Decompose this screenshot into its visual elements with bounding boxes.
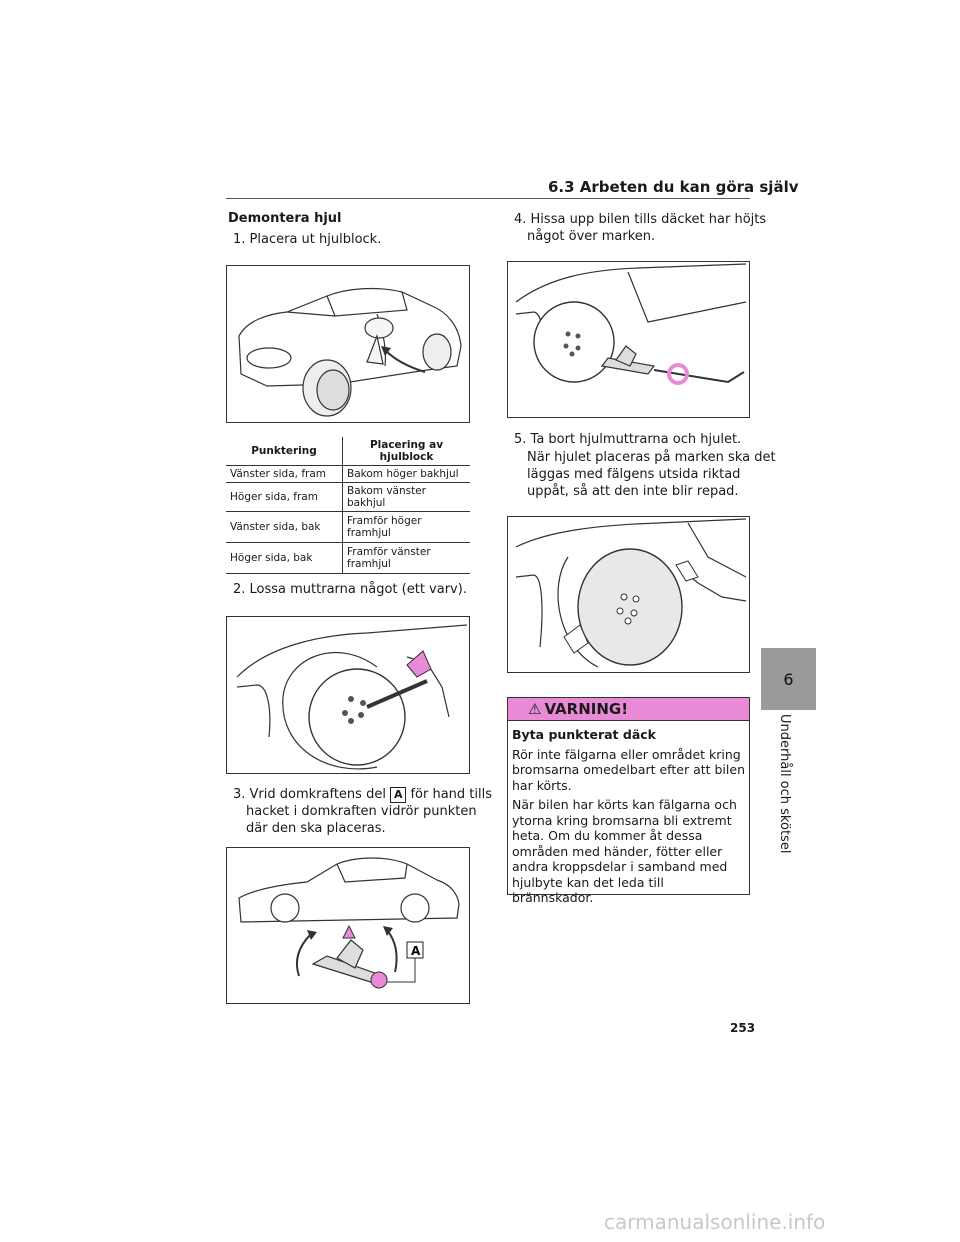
figure-loosen-nuts [226,616,470,774]
label-a-badge: A [389,787,407,803]
section-header: 6.3 Arbeten du kan göra själv [548,178,799,196]
step-3-text-end: för hand tills [410,787,492,802]
warning-paragraph-2: När bilen har körts kan fälgarna och yto… [512,797,737,905]
table-cell: Vänster sida, fram [226,465,343,483]
warning-title: VARNING! [544,700,629,718]
step-3-line-3: där den ska placeras. [246,821,386,836]
warning-body: Byta punkterat däck Rör inte fälgarna el… [508,721,749,914]
step-3-line-2: hacket i domkraften vidrör punkten [246,804,477,819]
table-header-placering: Placering av hjulblock [342,437,470,466]
table-header-punktering: Punktering [226,437,343,466]
step-5-line-4: uppåt, så att den inte blir repad. [527,484,739,499]
car-illustration [238,287,462,417]
table-row: Vänster sida, fram Bakom höger bakhjul [226,465,470,483]
chapter-label-text: Underhåll och skötsel [777,714,792,854]
figure-label-a: A [411,944,421,958]
table-row: Höger sida, fram Bakom vänster bakhjul [226,482,470,512]
figure-raise-car [507,261,750,418]
section-title: Demontera hjul [228,211,342,226]
page-number: 253 [730,1021,756,1035]
step-5-line-2: När hjulet placeras på marken ska det [527,450,776,465]
warning-icon: ⚠ [528,700,542,718]
table-cell: Höger sida, fram [226,482,343,512]
figure-wheel-chock [226,265,470,423]
figure-jack-placement: A [226,847,470,1004]
table-row: Höger sida, bak Framför vänster framhjul [226,542,470,574]
wheel-wrench-illustration [236,624,468,770]
warning-header: ⚠ VARNING! [508,698,749,721]
warning-paragraph-1: Rör inte fälgarna eller området kring br… [512,746,745,793]
table-cell: Bakom höger bakhjul [342,465,470,483]
warning-subtitle: Byta punkterat däck [512,727,656,742]
table-cell: Vänster sida, bak [226,511,343,543]
table-cell: Framför vänster framhjul [342,542,470,574]
step-4-line-1: 4. Hissa upp bilen tills däcket har höjt… [514,212,767,227]
figure-remove-wheel [507,516,750,673]
chock-placement-table: Punktering Placering av hjulblock Vänste… [226,437,470,574]
step-5-line-3: läggas med fälgens utsida riktad [527,467,741,482]
step-1: 1. Placera ut hjulblock. [233,232,382,247]
table-row: Vänster sida, bak Framför höger framhjul [226,511,470,543]
step-4-line-2: något över marken. [527,229,656,244]
chapter-tab: 6 [761,648,816,710]
remove-wheel-illustration [515,518,747,668]
table-cell: Bakom vänster bakhjul [342,482,470,512]
step-2: 2. Lossa muttrarna något (ett varv). [233,582,467,597]
chapter-label: Underhåll och skötsel [764,714,804,874]
table-cell: Framför höger framhjul [342,511,470,543]
watermark: carmanualsonline.info [604,1210,826,1234]
jack-illustration: A [238,857,460,989]
header-divider [226,198,750,199]
table-cell: Höger sida, bak [226,542,343,574]
step-3-text-start: 3. Vrid domkraftens del [233,787,386,802]
warning-box: ⚠ VARNING! Byta punkterat däck Rör inte … [507,697,750,905]
raise-car-illustration [515,263,747,385]
step-5-line-1: 5. Ta bort hjulmuttrarna och hjulet. [514,432,742,447]
